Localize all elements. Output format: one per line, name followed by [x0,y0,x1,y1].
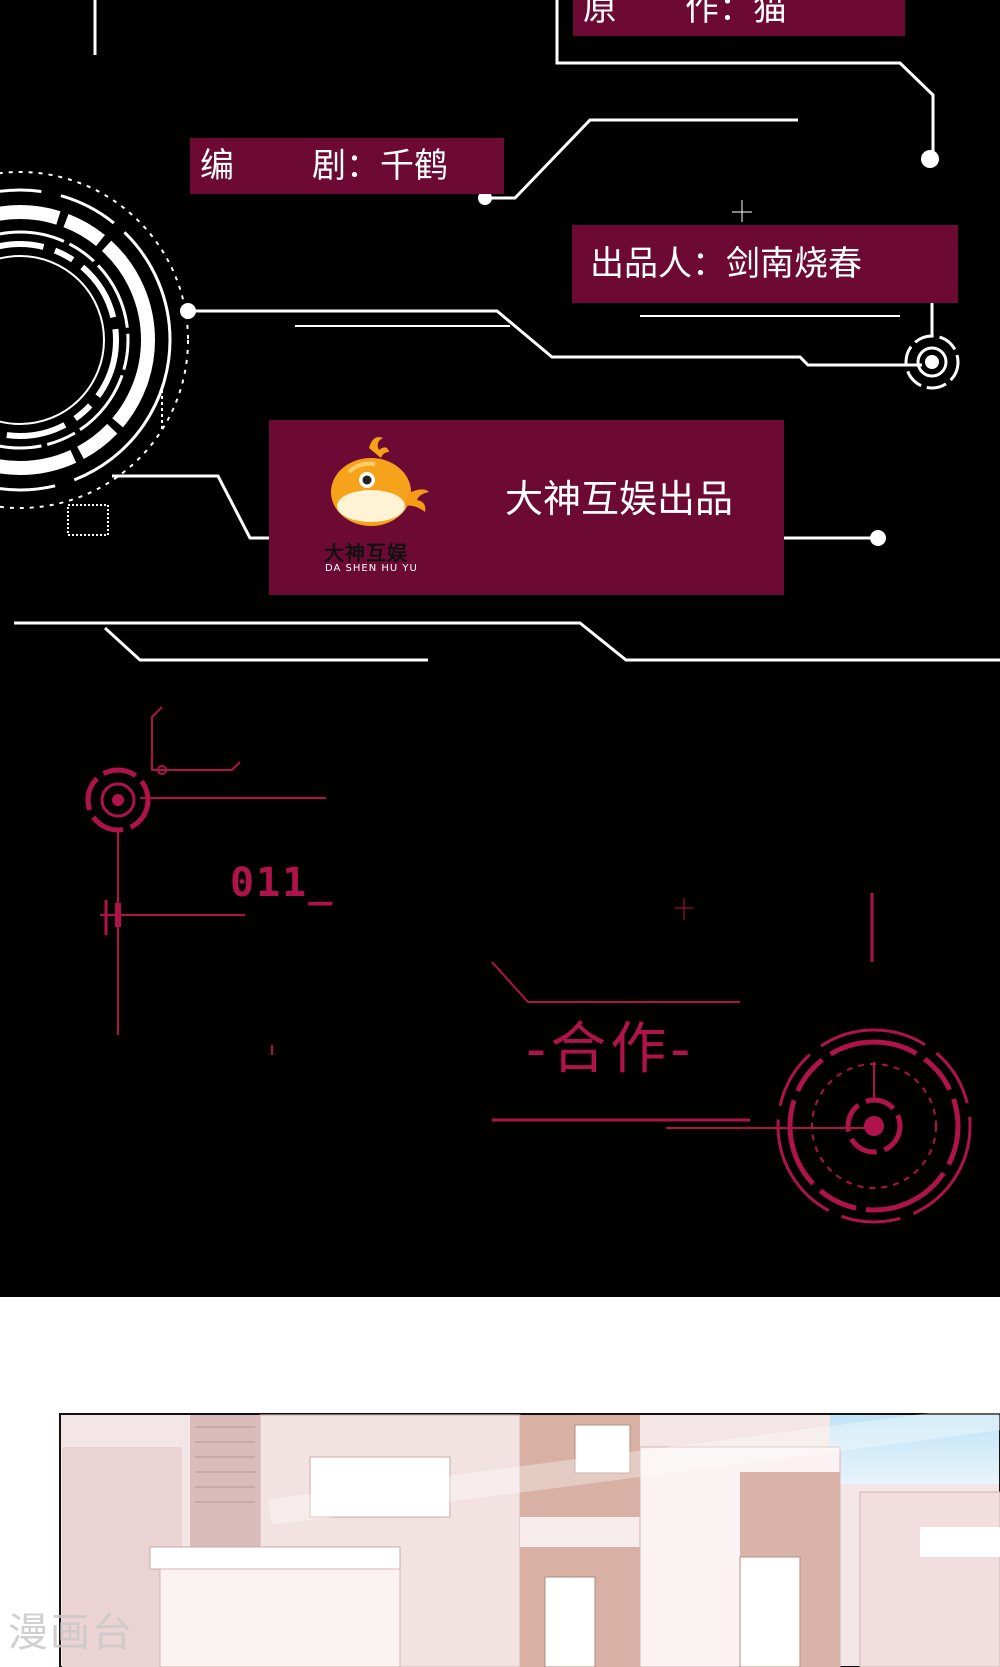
studio-card: 大神互娱 DA SHEN HU YU 大神互娱出品 [269,420,784,595]
original-author-text: 原 作：猫 [583,0,787,29]
screenwriter-text: 剧：千鹤 [312,146,448,186]
whale-logo-icon [331,437,429,526]
producer-credit: 出品人：剑南烧春 [572,225,958,303]
watermark-text: 漫画台 [8,1610,134,1656]
hud-counter-text: 011_ [230,860,335,906]
studio-name-text: 大神互娱出品 [505,477,734,521]
street-illustration [59,1404,1000,1667]
cooperation-heading: -合作- [526,1017,695,1082]
screenwriter-label: 编 [200,146,234,186]
credits-scene: 原 作：猫 编 剧：千鹤 出品人：剑南烧春 大神互娱 DA SHEN HU YU… [0,0,1000,1224]
hud-lines-graphic [0,0,1000,1224]
producer-text: 出品人：剑南烧春 [590,244,862,284]
logo-chinese-text: 大神互娱 [324,541,408,565]
logo-english-text: DA SHEN HU YU [325,563,418,574]
comic-panel-area [0,1297,1000,1667]
original-author-credit: 原 作：猫 [573,0,905,36]
screenwriter-credit: 编 剧：千鹤 [190,138,504,194]
